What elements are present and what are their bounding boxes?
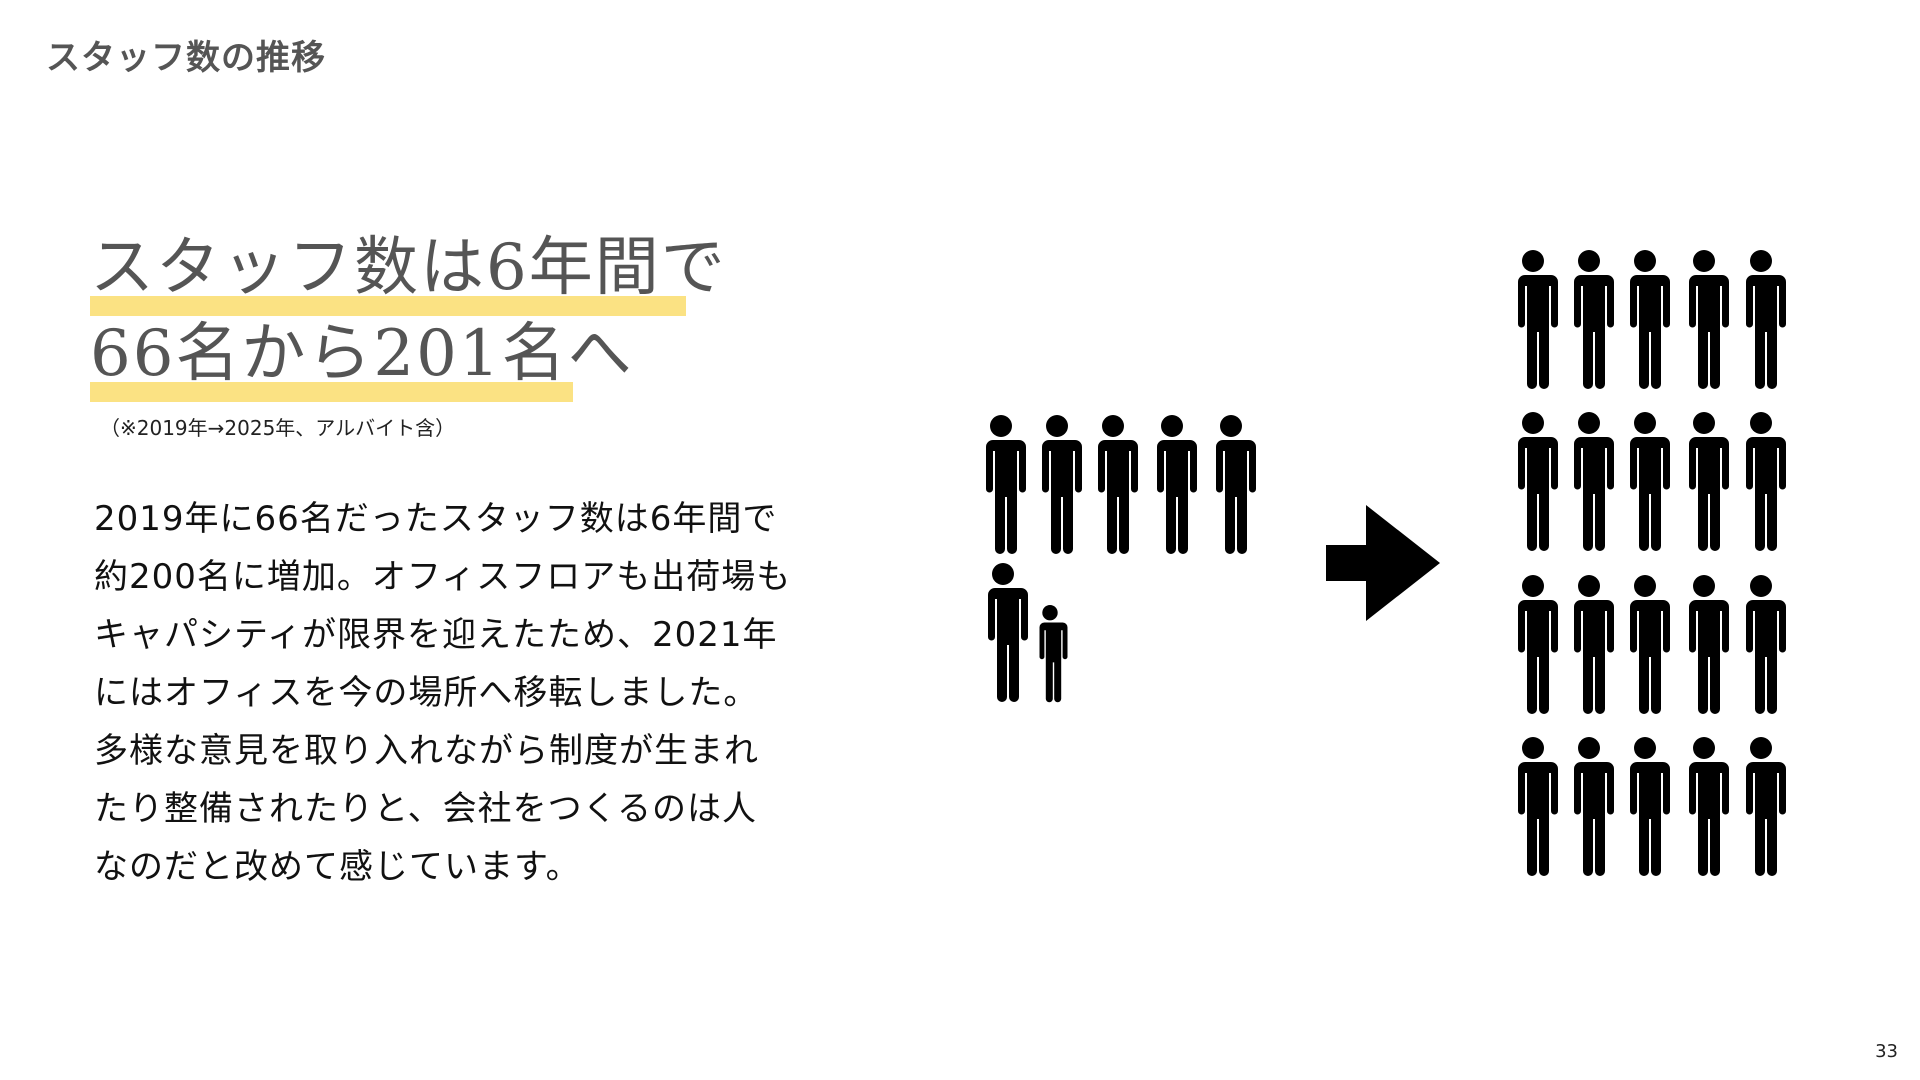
small-person-icon <box>1037 605 1068 703</box>
body-paragraph: 2019年に66名だったスタッフ数は6年間で 約200名に増加。オフィスフロアも… <box>94 490 854 896</box>
headline: スタッフ数は6年間で 66名から201名へ <box>90 228 727 402</box>
highlight-marker <box>90 296 686 316</box>
person-icon <box>985 563 1028 702</box>
headline-note: （※2019年→2025年、アルバイト含） <box>100 416 456 440</box>
person-icon <box>1627 575 1670 714</box>
page-title: スタッフ数の推移 <box>46 38 326 78</box>
person-icon <box>1743 575 1786 714</box>
person-icon <box>1571 412 1614 551</box>
person-icon <box>1515 412 1558 551</box>
body-line: 約200名に増加。オフィスフロアも出荷場も <box>94 557 792 597</box>
body-line: キャパシティが限界を迎えたため、2021年 <box>94 615 778 655</box>
highlight-marker <box>90 382 573 402</box>
headline-text-1: スタッフ数は6年間で <box>90 231 727 305</box>
person-icon <box>1743 250 1786 389</box>
person-icon <box>1627 737 1670 876</box>
person-icon <box>1213 415 1256 554</box>
person-icon <box>1686 250 1729 389</box>
person-icon <box>983 415 1026 554</box>
person-icon <box>1627 250 1670 389</box>
person-icon <box>1686 575 1729 714</box>
body-line: にはオフィスを今の場所へ移転しました。 <box>94 673 759 713</box>
headline-text-2: 66名から201名へ <box>90 317 634 391</box>
person-icon <box>1095 415 1138 554</box>
people-group-after <box>1508 250 1808 880</box>
body-line: 2019年に66名だったスタッフ数は6年間で <box>94 499 778 539</box>
headline-line-2: 66名から201名へ <box>90 314 634 402</box>
person-icon <box>1039 415 1082 554</box>
person-icon <box>1686 737 1729 876</box>
arrow-right-icon <box>1326 505 1442 625</box>
person-icon <box>1571 575 1614 714</box>
body-line: なのだと改めて感じています。 <box>94 847 581 887</box>
body-line: 多様な意見を取り入れながら制度が生まれ <box>94 731 759 771</box>
person-icon <box>1515 575 1558 714</box>
headline-line-1: スタッフ数は6年間で <box>90 228 727 316</box>
person-icon <box>1571 250 1614 389</box>
person-icon <box>1627 412 1670 551</box>
person-icon <box>1515 250 1558 389</box>
person-icon <box>1515 737 1558 876</box>
people-group-before <box>976 415 1296 715</box>
person-icon <box>1743 737 1786 876</box>
person-icon <box>1571 737 1614 876</box>
body-line: たり整備されたりと、会社をつくるのは人 <box>94 789 757 829</box>
person-icon <box>1154 415 1197 554</box>
person-icon <box>1686 412 1729 551</box>
page-number: 33 <box>1875 1041 1898 1062</box>
person-icon <box>1743 412 1786 551</box>
